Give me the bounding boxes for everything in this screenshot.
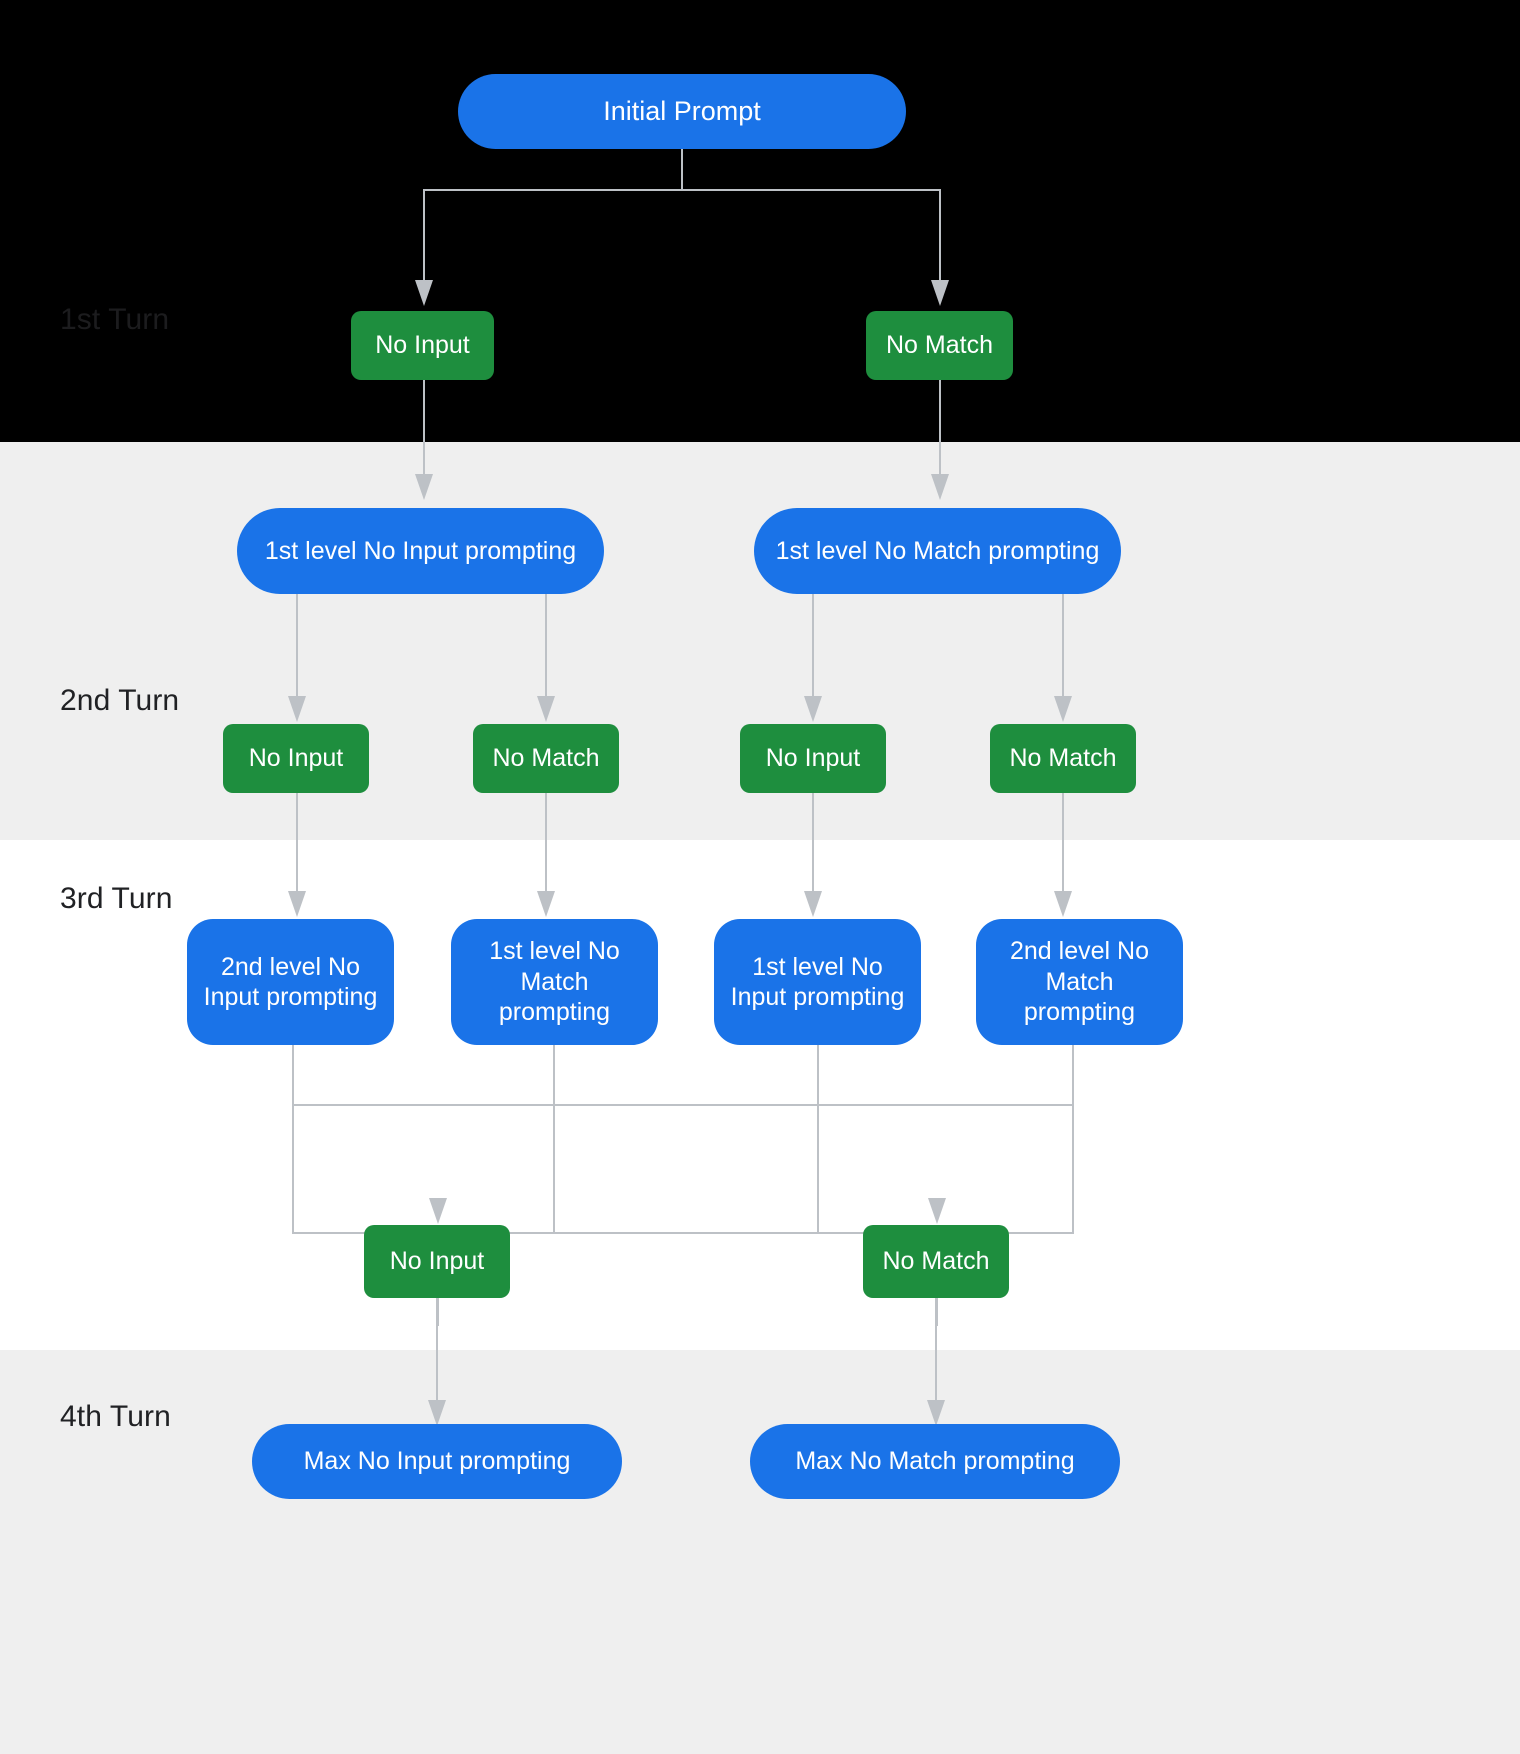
node-initial-prompt-label: Initial Prompt: [603, 96, 761, 127]
arrowhead-to-max-no-match: [927, 1400, 945, 1426]
connector-merge-bar-upper: [292, 1104, 1074, 1106]
node-2nd-level-no-input-prompting[interactable]: 2nd level No Input prompting: [187, 919, 394, 1045]
connector-turn3-ni-down: [436, 1298, 438, 1403]
connector-turn2c-down: [812, 793, 814, 893]
connector-lvl1-ni-to-no-match: [545, 594, 547, 698]
arrowhead-to-turn2-no-input-a: [288, 696, 306, 722]
connector-merge-stub-2: [553, 1045, 555, 1105]
node-turn3-no-match[interactable]: No Match: [863, 1225, 1009, 1298]
arrowhead-to-turn2-no-match-a: [537, 696, 555, 722]
node-max-no-match-prompting-label: Max No Match prompting: [795, 1447, 1075, 1476]
connector-merge-drop-2: [553, 1104, 555, 1233]
node-2nd-level-no-input-prompting-label: 2nd level No Input prompting: [203, 952, 378, 1012]
arrowhead-to-turn1-no-input: [415, 280, 433, 306]
node-turn3-no-match-label: No Match: [882, 1247, 990, 1276]
turn-label-1st: 1st Turn: [60, 303, 170, 336]
node-turn1-no-match[interactable]: No Match: [866, 311, 1013, 380]
node-turn2-no-input-a-label: No Input: [248, 744, 344, 773]
connector-turn2a-down: [296, 793, 298, 893]
arrowhead-to-lvl2-no-match: [1054, 891, 1072, 917]
node-turn3-no-input-label: No Input: [389, 1247, 485, 1276]
connector-merge-stub-4: [1072, 1045, 1074, 1105]
connector-merge-stub-3: [817, 1045, 819, 1105]
connector-turn1-no-match-down: [939, 380, 941, 476]
connector-lvl1-ni-to-no-input: [296, 594, 298, 698]
node-initial-prompt[interactable]: Initial Prompt: [458, 74, 906, 149]
node-1st-level-no-match-prompting-label: 1st level No Match prompting: [775, 536, 1100, 565]
node-max-no-input-prompting-label: Max No Input prompting: [303, 1447, 571, 1476]
node-turn2-no-match-b-label: No Match: [1009, 744, 1117, 773]
node-2nd-level-no-match-prompting-label: 2nd level No Match prompting: [1010, 937, 1149, 1027]
band-turn-3: [0, 840, 1520, 1350]
connector-initial-split: [423, 189, 941, 191]
band-turn-4: [0, 1350, 1520, 1754]
arrowhead-to-turn3-no-input: [429, 1198, 447, 1224]
arrowhead-to-max-no-input: [428, 1400, 446, 1426]
node-turn1-no-input-label: No Input: [375, 331, 470, 360]
node-max-no-match-prompting[interactable]: Max No Match prompting: [750, 1424, 1120, 1499]
connector-initial-left: [423, 189, 425, 282]
node-max-no-input-prompting[interactable]: Max No Input prompting: [252, 1424, 622, 1499]
node-turn2-no-match-b[interactable]: No Match: [990, 724, 1136, 793]
arrowhead-to-lvl1-no-match-b: [537, 891, 555, 917]
connector-merge-drop-1: [292, 1104, 294, 1233]
connector-initial-right: [939, 189, 941, 282]
node-1st-level-no-input-prompting-b[interactable]: 1st level No Input prompting: [714, 919, 921, 1045]
connector-turn2b-down: [545, 793, 547, 893]
node-1st-level-no-match-prompting[interactable]: 1st level No Match prompting: [754, 508, 1121, 594]
connector-initial-down: [681, 149, 683, 190]
band-turn-1: [0, 0, 1520, 442]
node-turn1-no-input[interactable]: No Input: [351, 311, 494, 380]
node-turn2-no-input-b-label: No Input: [765, 744, 861, 773]
node-2nd-level-no-match-prompting[interactable]: 2nd level No Match prompting: [976, 919, 1183, 1045]
connector-merge-drop-3: [817, 1104, 819, 1233]
arrowhead-to-turn2-no-match-b: [1054, 696, 1072, 722]
node-1st-level-no-input-prompting-b-label: 1st level No Input prompting: [730, 952, 905, 1012]
connector-turn1-no-input-down: [423, 380, 425, 476]
arrowhead-to-turn3-no-match: [928, 1198, 946, 1224]
connector-lvl1-nm-to-no-input: [812, 594, 814, 698]
node-turn2-no-input-b[interactable]: No Input: [740, 724, 886, 793]
arrowhead-to-lvl1-no-input: [415, 474, 433, 500]
connector-merge-stub-1: [292, 1045, 294, 1105]
arrowhead-to-lvl1-no-input-b: [804, 891, 822, 917]
connector-merge-bar-lower: [292, 1232, 1074, 1234]
connector-turn3-nm-down: [935, 1298, 937, 1403]
turn-label-4th: 4th Turn: [60, 1400, 171, 1433]
node-turn2-no-input-a[interactable]: No Input: [223, 724, 369, 793]
node-1st-level-no-input-prompting[interactable]: 1st level No Input prompting: [237, 508, 604, 594]
arrowhead-to-turn1-no-match: [931, 280, 949, 306]
turn-label-3rd: 3rd Turn: [60, 882, 173, 915]
node-turn2-no-match-a-label: No Match: [492, 744, 600, 773]
connector-lvl1-nm-to-no-match: [1062, 594, 1064, 698]
arrowhead-to-turn2-no-input-b: [804, 696, 822, 722]
node-turn2-no-match-a[interactable]: No Match: [473, 724, 619, 793]
arrowhead-to-lvl2-no-input: [288, 891, 306, 917]
node-turn1-no-match-label: No Match: [886, 331, 993, 360]
node-turn3-no-input[interactable]: No Input: [364, 1225, 510, 1298]
node-1st-level-no-match-prompting-b-label: 1st level No Match prompting: [489, 937, 620, 1027]
connector-turn2d-down: [1062, 793, 1064, 893]
turn-label-2nd: 2nd Turn: [60, 684, 180, 717]
node-1st-level-no-match-prompting-b[interactable]: 1st level No Match prompting: [451, 919, 658, 1045]
connector-merge-drop-4: [1072, 1104, 1074, 1233]
arrowhead-to-lvl1-no-match: [931, 474, 949, 500]
node-1st-level-no-input-prompting-label: 1st level No Input prompting: [264, 536, 577, 565]
